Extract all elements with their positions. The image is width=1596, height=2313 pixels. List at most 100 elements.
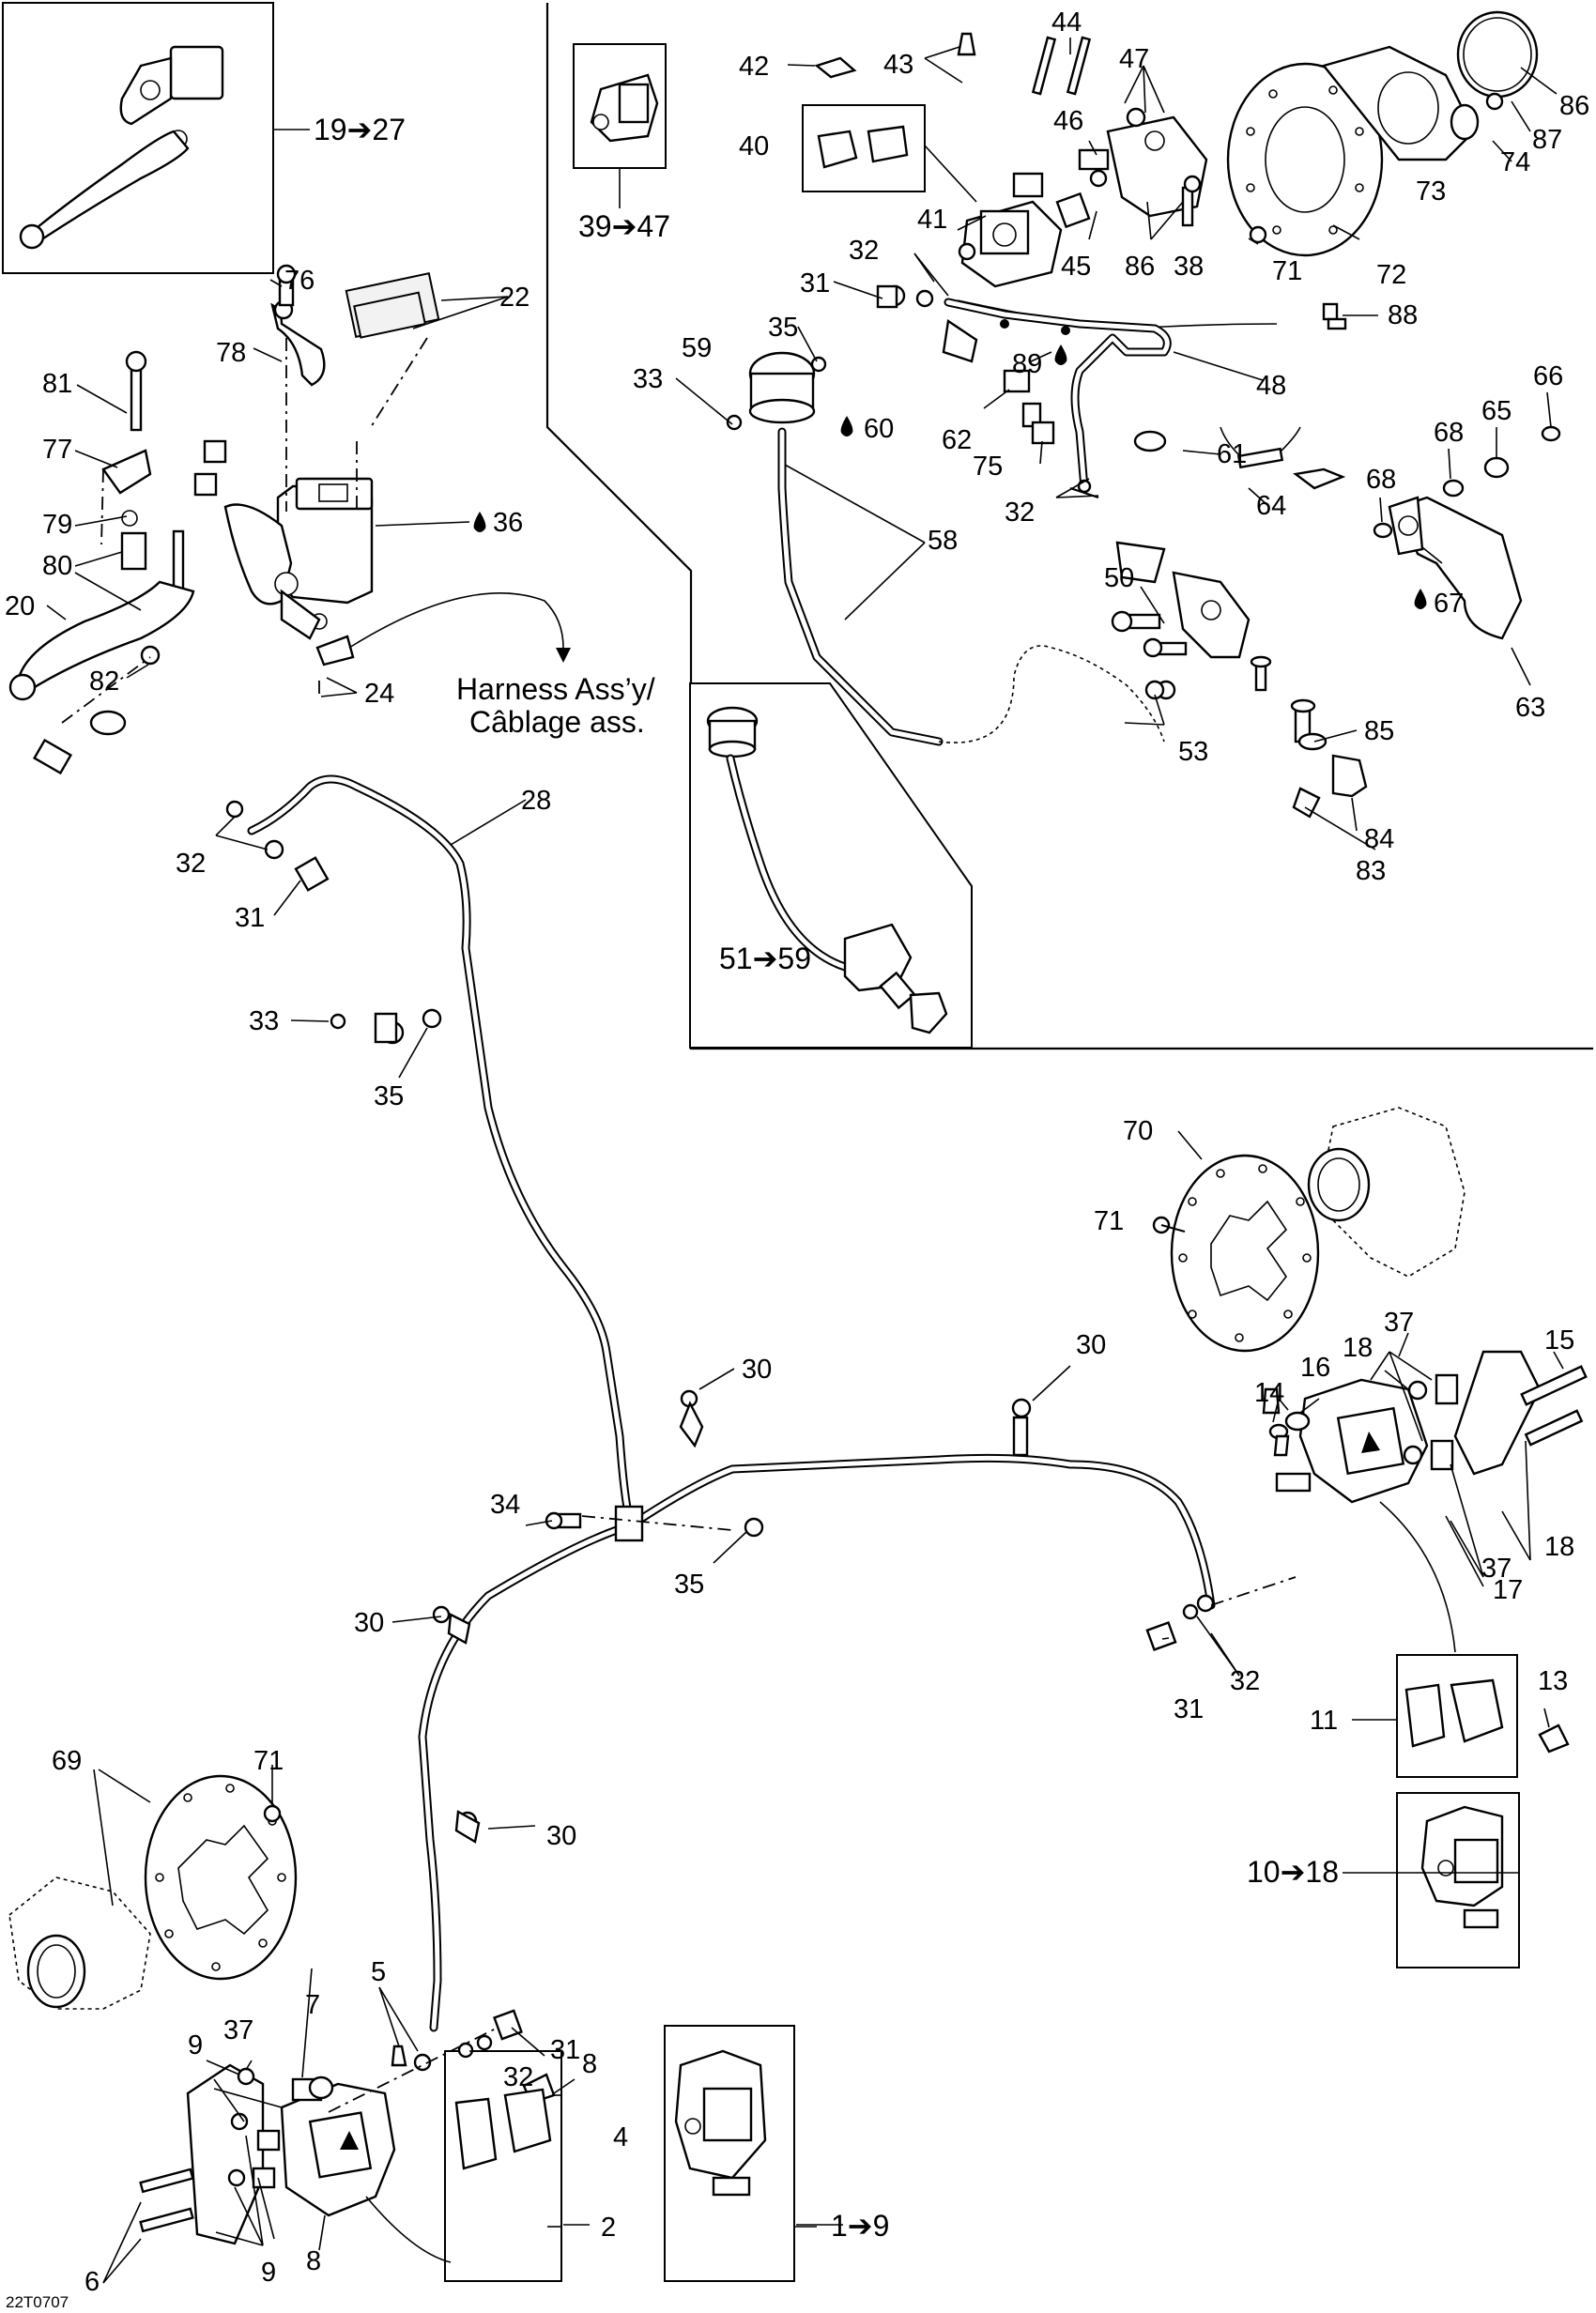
callout: 11 (1310, 1706, 1338, 1736)
callout: 45 (1061, 252, 1091, 282)
callout: 81 (42, 369, 72, 399)
rear-brake-line (726, 284, 1347, 746)
callout: 40 (739, 131, 769, 161)
callout: 77 (42, 435, 72, 465)
rear-caliper-assembly (814, 32, 1208, 288)
callout: 1➔9 (831, 2209, 889, 2243)
drop-icons (473, 345, 1427, 609)
callout: 34 (490, 1490, 520, 1520)
callout: 35 (374, 1081, 404, 1111)
callout: 9 (261, 2258, 276, 2288)
callout: 78 (216, 338, 246, 368)
main-brake-line (225, 774, 1297, 2032)
callout: 71 (1094, 1206, 1124, 1236)
front-right-disc (1152, 1107, 1466, 1353)
front-left-caliper (139, 2009, 556, 2263)
callout: 72 (1376, 260, 1406, 290)
callout: 30 (546, 1821, 576, 1851)
callout: 79 (42, 510, 72, 540)
callout: 87 (1532, 125, 1562, 155)
callout: 84 (1364, 824, 1394, 854)
callout: 73 (1416, 176, 1446, 207)
front-left-disc (8, 1774, 298, 2010)
callout: 30 (742, 1355, 772, 1385)
callout: 82 (89, 666, 119, 697)
callout-labels: 19➔27 22 76 78 81 77 79 80 20 82 36 24 3… (5, 8, 1589, 2297)
callout: 32 (503, 2062, 533, 2092)
callout: 36 (493, 508, 523, 538)
callout: 28 (521, 786, 551, 816)
callout: 17 (1493, 1575, 1523, 1605)
callout: 30 (354, 1608, 384, 1638)
rear-pads-art (817, 125, 909, 169)
callout: 43 (883, 50, 913, 80)
callout: 51➔59 (719, 942, 811, 975)
callout: 32 (849, 236, 879, 266)
callout: 83 (1356, 856, 1386, 886)
front-master-cylinder (8, 264, 571, 775)
callout: 88 (1388, 300, 1418, 330)
callout: 8 (582, 2049, 597, 2079)
callout: 42 (739, 52, 769, 82)
callout: 32 (176, 849, 206, 879)
callout: 76 (284, 266, 315, 296)
callout: 5 (371, 1957, 386, 1987)
callout: 68 (1434, 418, 1464, 448)
callout: 69 (52, 1746, 82, 1776)
handlebar-lever-assembly (19, 45, 224, 250)
callout: 20 (5, 591, 35, 621)
figure-code: 22T0707 (6, 2293, 69, 2311)
callout: 80 (42, 551, 72, 581)
callout: 37 (1384, 1308, 1414, 1338)
callout: 44 (1051, 8, 1082, 38)
callout: 18 (1544, 1532, 1574, 1562)
callout: 31 (550, 2035, 580, 2065)
callout: 4 (613, 2122, 628, 2152)
callout: 33 (633, 364, 663, 394)
harness-label-line1: Harness Ass’y/ (456, 672, 655, 706)
callout: 6 (84, 2267, 100, 2297)
callout: 7 (305, 1990, 320, 2020)
callout: 13 (1538, 1666, 1568, 1696)
callout: 22 (499, 283, 529, 313)
callout: 18 (1343, 1333, 1373, 1363)
callout: 10➔18 (1247, 1855, 1339, 1889)
callout: 19➔27 (314, 113, 406, 146)
callout: 64 (1256, 491, 1286, 521)
callout: 32 (1005, 498, 1035, 528)
front-right-caliper (1262, 1350, 1588, 1653)
callout: 38 (1174, 252, 1204, 282)
callout: 71 (1272, 256, 1302, 286)
callout: 86 (1559, 91, 1589, 121)
callout: 33 (249, 1006, 279, 1036)
callout: 35 (768, 313, 798, 343)
callout: 15 (1544, 1325, 1574, 1356)
front-right-pads-art (1404, 1678, 1570, 1754)
callout: 8 (306, 2246, 321, 2276)
callout: 37 (1481, 1554, 1512, 1584)
callout: 31 (235, 903, 265, 933)
callout: 14 (1254, 1378, 1284, 1408)
callout: 89 (1012, 349, 1042, 379)
callout: 86 (1125, 252, 1155, 282)
drop-icon (473, 512, 486, 532)
callout: 61 (1217, 439, 1247, 469)
callout: 24 (364, 679, 394, 709)
callout: 65 (1481, 396, 1512, 426)
callout: 31 (1174, 1694, 1204, 1724)
front-left-pads-art (454, 2049, 767, 2197)
callout: 16 (1300, 1353, 1330, 1383)
callout: 46 (1053, 106, 1083, 136)
callout: 48 (1256, 371, 1286, 401)
rear-brake-pedal (1111, 425, 1561, 819)
leader-lines (46, 38, 1564, 2284)
callout: 2 (601, 2213, 616, 2243)
drop-icon (1414, 589, 1427, 609)
rear-brake-disc (1226, 10, 1539, 257)
callout: 9 (188, 2030, 203, 2060)
harness-note: Harness Ass’y/ Câblage ass. (456, 672, 655, 739)
callout: 35 (674, 1570, 704, 1600)
callout: 53 (1178, 737, 1208, 767)
callout: 50 (1104, 563, 1134, 593)
